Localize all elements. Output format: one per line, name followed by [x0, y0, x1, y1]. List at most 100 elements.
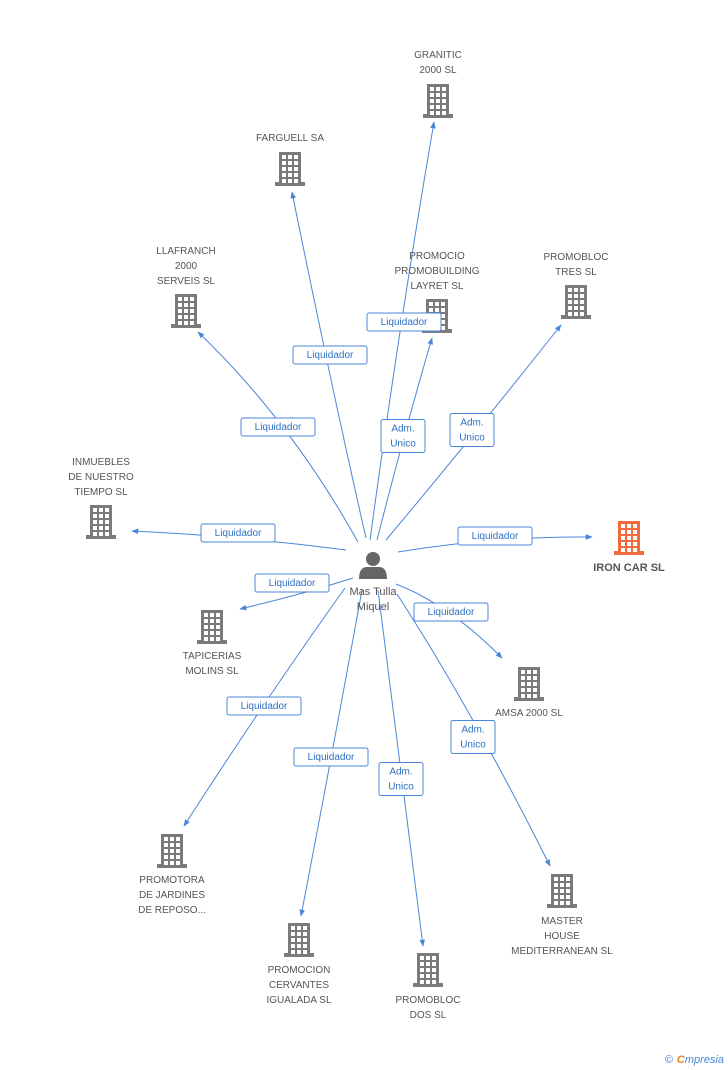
company-label: DE JARDINES — [139, 890, 205, 901]
company-label: 2000 — [175, 261, 198, 272]
edge-label-text: Liquidador — [381, 317, 428, 328]
edge-label-llafranch: Liquidador — [240, 417, 316, 437]
company-label: PROMOBLOC — [395, 995, 460, 1006]
company-node-amsa[interactable]: AMSA 2000 SL — [495, 667, 563, 719]
building-icon — [514, 667, 544, 701]
brand-initial: C — [676, 1054, 685, 1066]
edge-label-text: Unico — [460, 740, 486, 751]
edge-label-box — [413, 602, 489, 622]
edge-label-text: Adm. — [461, 725, 484, 736]
edge-label-box — [366, 312, 442, 332]
person-label: Mas Tulla — [349, 586, 397, 598]
edge-label-promocion-cervantes: Liquidador — [293, 747, 369, 767]
edge-label-text: Adm. — [391, 424, 414, 435]
company-label: INMUEBLES — [72, 457, 130, 468]
company-label: DE NUESTRO — [68, 472, 134, 483]
edge-label-box — [292, 345, 368, 365]
company-label: TAPICERIAS — [183, 651, 242, 662]
edge-label-text: Unico — [390, 439, 416, 450]
building-icon — [275, 152, 305, 186]
edge-label-box — [457, 526, 533, 546]
building-icon — [614, 521, 644, 555]
edge-label-promobloc-dos: Adm. Unico — [378, 762, 424, 796]
edge-label-tapicerias: Liquidador — [254, 573, 330, 593]
edge-label-promotora: Liquidador — [226, 696, 302, 716]
edge-label-farguell: Liquidador — [292, 345, 368, 365]
company-node-iron-car[interactable]: IRON CAR SL — [593, 521, 665, 574]
company-label: PROMOTORA — [139, 875, 205, 886]
edge-label-box — [378, 762, 424, 796]
person-icon — [359, 552, 387, 579]
copyright-symbol: © — [664, 1054, 673, 1066]
company-label: PROMOCION — [268, 965, 331, 976]
building-icon — [413, 953, 443, 987]
edge-label-promocio: Adm. Unico — [380, 419, 426, 453]
edge-label-box — [380, 419, 426, 453]
person-label: Miquel — [357, 601, 389, 613]
edge-label-box — [226, 696, 302, 716]
edge-farguell — [290, 191, 367, 539]
company-label: LLAFRANCH — [156, 246, 215, 257]
company-label: AMSA 2000 SL — [495, 708, 563, 719]
edge-label-text: Adm. — [389, 767, 412, 778]
company-node-granitic[interactable]: GRANITIC 2000 SL — [414, 50, 462, 118]
edge-label-text: Liquidador — [307, 350, 354, 361]
edge-label-box — [449, 413, 495, 447]
edge-label-text: Liquidador — [215, 528, 262, 539]
company-label: MASTER — [541, 916, 583, 927]
company-label: TIEMPO SL — [74, 487, 128, 498]
company-node-tapicerias[interactable]: TAPICERIAS MOLINS SL — [183, 610, 242, 677]
footer-brand: ©Cmpresia — [665, 1054, 724, 1066]
edge-label-master-house: Adm. Unico — [450, 720, 496, 754]
edge-label-promobloc-tres: Adm. Unico — [449, 413, 495, 447]
edge-label-box — [254, 573, 330, 593]
edge-label-text: Unico — [388, 782, 414, 793]
edge-label-text: Adm. — [460, 418, 483, 429]
edge-label-text: Unico — [459, 433, 485, 444]
edge-label-box — [293, 747, 369, 767]
company-label: PROMOBUILDING — [394, 266, 479, 277]
building-icon — [284, 923, 314, 957]
building-icon — [197, 610, 227, 644]
company-label: CERVANTES — [269, 980, 330, 991]
company-label: SERVEIS SL — [157, 276, 216, 287]
edge-label-text: Liquidador — [428, 607, 475, 618]
company-node-inmuebles[interactable]: INMUEBLES DE NUESTRO TIEMPO SL — [68, 457, 134, 539]
edge-label-text: Liquidador — [241, 701, 288, 712]
company-label: DE REPOSO... — [138, 905, 206, 916]
company-label: DOS SL — [410, 1010, 447, 1021]
building-icon — [423, 84, 453, 118]
building-icon — [547, 874, 577, 908]
edge-label-iron-car: Liquidador — [457, 526, 533, 546]
edge-label-text: Liquidador — [255, 422, 302, 433]
brand-name: mpresia — [684, 1054, 724, 1066]
company-label: PROMOBLOC — [543, 252, 608, 263]
company-label: MOLINS SL — [185, 666, 239, 677]
building-icon — [157, 834, 187, 868]
edge-label-amsa: Liquidador — [413, 602, 489, 622]
edge-label-box — [450, 720, 496, 754]
company-node-farguell[interactable]: FARGUELL SA — [256, 133, 324, 186]
edge-label-box — [200, 523, 276, 543]
company-label: 2000 SL — [419, 65, 457, 76]
company-label: GRANITIC — [414, 50, 462, 61]
company-label: IGUALADA SL — [266, 995, 331, 1006]
company-label: HOUSE — [544, 931, 580, 942]
company-label: LAYRET SL — [411, 281, 464, 292]
edge-label-inmuebles: Liquidador — [200, 523, 276, 543]
edge-label-text: Liquidador — [472, 531, 519, 542]
company-node-promobloc-dos[interactable]: PROMOBLOC DOS SL — [395, 953, 461, 1021]
edge-label-text: Liquidador — [269, 578, 316, 589]
edge-label-box — [240, 417, 316, 437]
company-label: IRON CAR SL — [593, 562, 665, 574]
company-node-promotora[interactable]: PROMOTORA DE JARDINES DE REPOSO... — [138, 834, 206, 916]
building-icon — [86, 505, 116, 539]
company-node-promocion-cervantes[interactable]: PROMOCION CERVANTES IGUALADA SL — [266, 923, 332, 1006]
edge-label-text: Liquidador — [308, 752, 355, 763]
